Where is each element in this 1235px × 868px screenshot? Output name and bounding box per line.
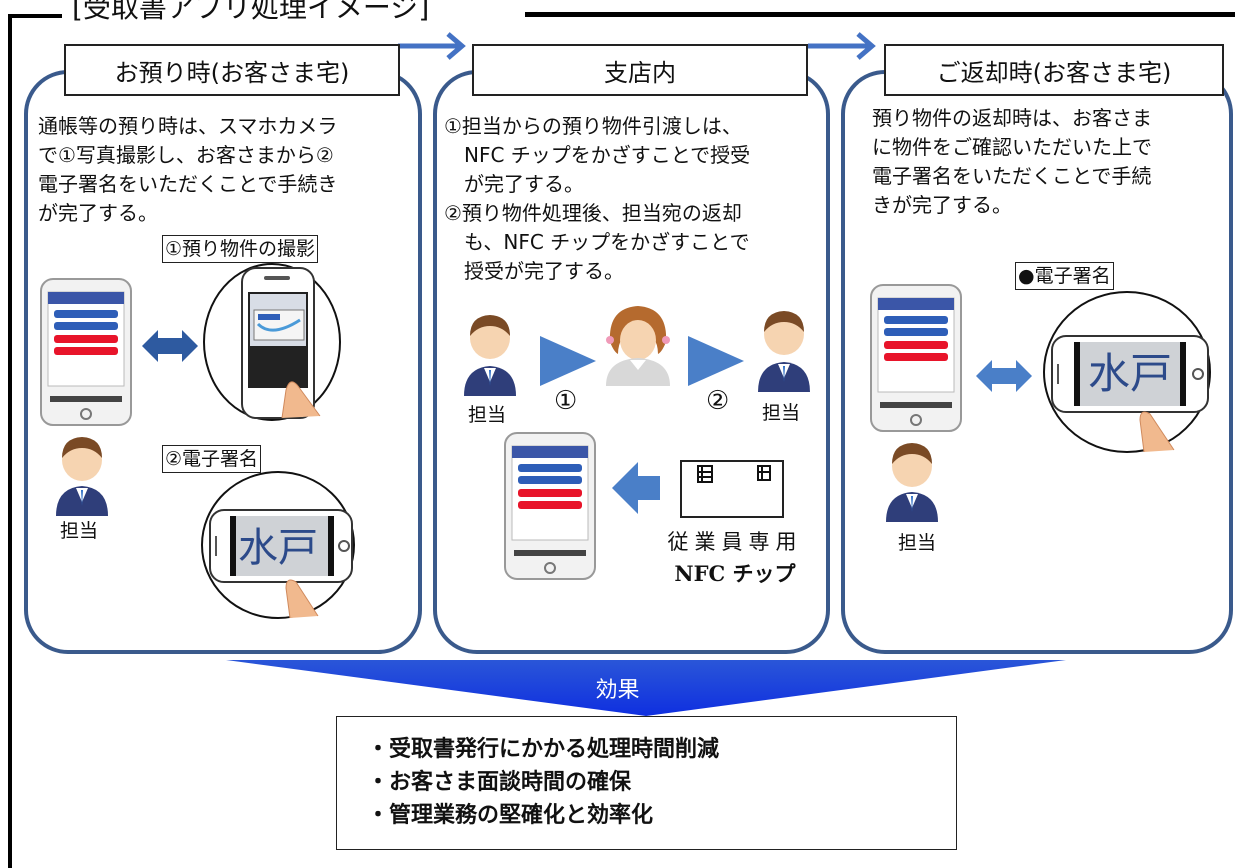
- frame-top-right: [525, 12, 1235, 17]
- staff-person-right-icon: [758, 311, 810, 392]
- effect-box: ・受取書発行にかかる処理時間削減 ・お客さま面談時間の確保 ・管理業務の堅確化と…: [336, 716, 957, 850]
- desc-line: も、NFC チップをかざすことで: [444, 230, 750, 254]
- return-signature-text: 水戸: [1088, 349, 1173, 398]
- step-1-label: ①: [554, 386, 578, 416]
- effect-item: ・管理業務の堅確化と効率化: [367, 803, 654, 828]
- smartphone-app-icon: [40, 278, 132, 426]
- step-arrow-1-icon: [540, 336, 596, 386]
- phase-tab-return: ご返却時(お客さま宅): [884, 44, 1224, 96]
- flow-arrow-2: [808, 32, 876, 60]
- desc-line: が完了する。: [444, 172, 584, 196]
- flow-arrows: [398, 32, 876, 60]
- effect-item: ・受取書発行にかかる処理時間削減: [367, 737, 720, 762]
- step-arrow-2-icon: [688, 336, 744, 386]
- return-description: 預り物件の返却時は、お客さま に物件をご確認いただいた上で 電子署名をいただくこ…: [872, 104, 1232, 220]
- branch-description: ①担当からの預り物件引渡しは、 NFC チップをかざすことで授受 が完了する。 …: [444, 112, 830, 286]
- staff-person-icon: [886, 443, 938, 522]
- double-arrow-icon: [976, 360, 1032, 392]
- phase-tab-deposit: お預り時(お客さま宅): [64, 44, 400, 96]
- left-arrow-icon: [612, 462, 660, 514]
- desc-line: ②預り物件処理後、担当宛の返却: [444, 201, 742, 225]
- return-signature-label: ●電子署名: [1015, 262, 1114, 290]
- flow-arrow-1: [398, 32, 466, 60]
- signature-text: 水戸: [238, 525, 318, 571]
- frame-top-left: [8, 14, 62, 18]
- frame-left: [8, 14, 12, 868]
- desc-line: NFC チップをかざすことで授受: [444, 143, 751, 167]
- staff-person-icon: [56, 437, 108, 516]
- staff-right-label: 担当: [762, 402, 801, 424]
- signature-illustration: [1043, 291, 1211, 453]
- desc-line: に物件をご確認いただいた上で: [872, 135, 1152, 159]
- staff-left-label: 担当: [468, 404, 507, 426]
- signature-label: ②電子署名: [162, 445, 262, 473]
- camera-capture-illustration: [203, 263, 341, 421]
- desc-line: 授受が完了する。: [444, 259, 624, 283]
- nfc-caption-line1: 従業員専用: [667, 530, 803, 554]
- step-2-label: ②: [706, 386, 730, 416]
- deposit-description: 通帳等の預り時は、スマホカメラ で①写真撮影し、お客さまから② 電子署名をいただ…: [38, 112, 418, 228]
- desc-line: 預り物件の返却時は、お客さま: [872, 106, 1152, 130]
- smartphone-app-icon: [504, 432, 596, 580]
- desc-line: で①写真撮影し、お客さまから②: [38, 143, 334, 167]
- desc-line: 電子署名をいただくことで手続き: [38, 172, 338, 196]
- nfc-chip-caption: 従業員専用 NFC チップ: [660, 526, 810, 590]
- phase-tab-branch: 支店内: [472, 44, 808, 96]
- nfc-caption-line2: NFC チップ: [674, 561, 796, 586]
- photo-label: ①預り物件の撮影: [162, 235, 319, 263]
- smartphone-app-icon: [870, 284, 962, 432]
- desc-line: 通帳等の預り時は、スマホカメラ: [38, 114, 338, 138]
- effect-label: 効果: [595, 678, 640, 703]
- branch-clerk-icon: [606, 306, 670, 386]
- staff-label: 担当: [60, 520, 99, 542]
- diagram-title: [受取書アプリ処理イメージ]: [62, 0, 440, 26]
- desc-line: きが完了する。: [872, 193, 1012, 217]
- desc-line: ①担当からの預り物件引渡しは、: [444, 114, 742, 138]
- signature-illustration: [201, 471, 355, 619]
- effect-item: ・お客さま面談時間の確保: [367, 770, 632, 795]
- double-arrow-icon: [142, 330, 198, 362]
- desc-line: が完了する。: [38, 201, 158, 225]
- nfc-chip-icon: [680, 460, 784, 518]
- staff-person-left-icon: [464, 315, 516, 396]
- desc-line: 電子署名をいただくことで手続: [872, 164, 1152, 188]
- return-staff-label: 担当: [898, 532, 937, 554]
